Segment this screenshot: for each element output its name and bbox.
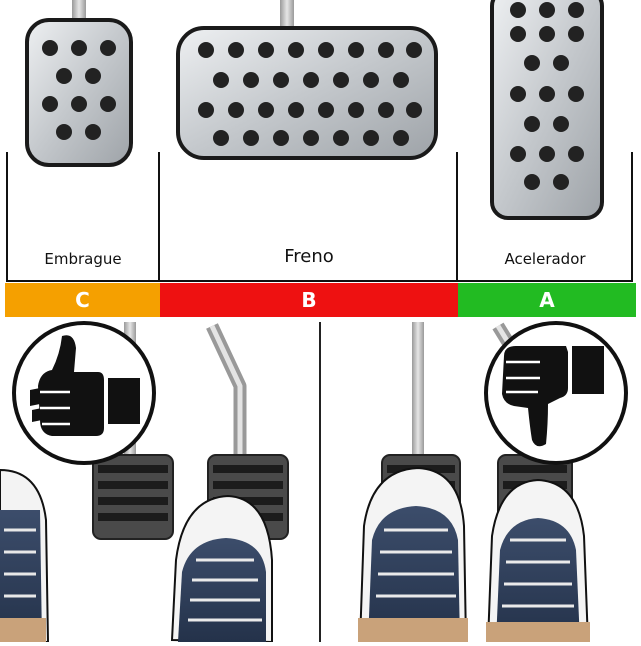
label-accelerator: Acelerador bbox=[504, 250, 586, 268]
band-accelerator bbox=[458, 283, 636, 317]
left-scene bbox=[0, 321, 289, 644]
band-letter-accelerator: A bbox=[539, 288, 555, 312]
right-scene bbox=[358, 321, 628, 643]
clutch-rubber-pedal bbox=[92, 454, 174, 540]
brake-pedal-pad bbox=[176, 0, 438, 160]
thumbs-down-icon bbox=[484, 321, 628, 465]
clutch-pedal-pad bbox=[25, 0, 133, 167]
right-shoe-on-accelerator bbox=[486, 478, 590, 643]
label-clutch: Embrague bbox=[44, 250, 122, 268]
thumbs-up-icon bbox=[12, 321, 156, 465]
band-clutch bbox=[5, 283, 160, 317]
label-brake: Freno bbox=[284, 246, 334, 267]
right-shoe-on-brake bbox=[358, 466, 468, 643]
left-shoe bbox=[0, 468, 50, 643]
band-letter-clutch: C bbox=[75, 288, 90, 312]
label-brackets bbox=[6, 152, 633, 282]
color-band bbox=[5, 283, 636, 317]
band-letter-brake: B bbox=[301, 288, 317, 312]
accelerator-pedal-pad bbox=[490, 0, 604, 220]
center-left-shoe bbox=[170, 494, 273, 644]
band-brake bbox=[160, 283, 458, 317]
